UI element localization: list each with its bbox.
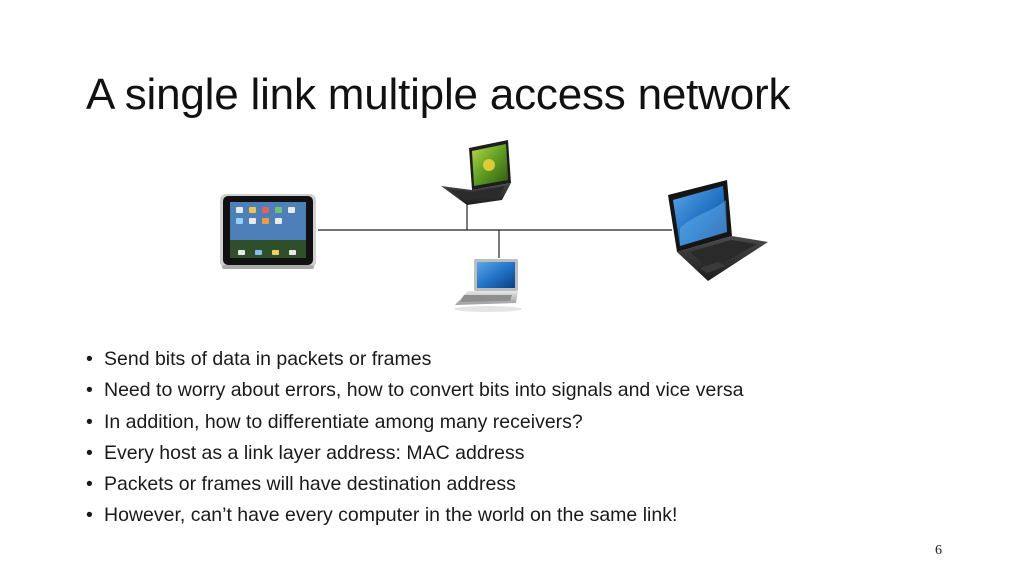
link-lines [318, 202, 672, 258]
bullet-item: However, can’t have every computer in th… [86, 500, 743, 532]
bullet-list: Send bits of data in packets or frames N… [86, 344, 743, 532]
laptop-bottom-icon [454, 259, 522, 312]
laptop-right-icon [668, 180, 768, 281]
slide-title: A single link multiple access network [86, 70, 791, 119]
bullet-item: Send bits of data in packets or frames [86, 344, 743, 376]
bullet-item: Packets or frames will have destination … [86, 469, 743, 501]
page-number: 6 [935, 543, 942, 558]
bullet-item: Every host as a link layer address: MAC … [86, 438, 743, 470]
bullet-item: In addition, how to differentiate among … [86, 407, 743, 439]
tablet-icon [220, 194, 316, 269]
bullet-item: Need to worry about errors, how to conve… [86, 375, 743, 407]
laptop-top-icon [441, 140, 511, 205]
